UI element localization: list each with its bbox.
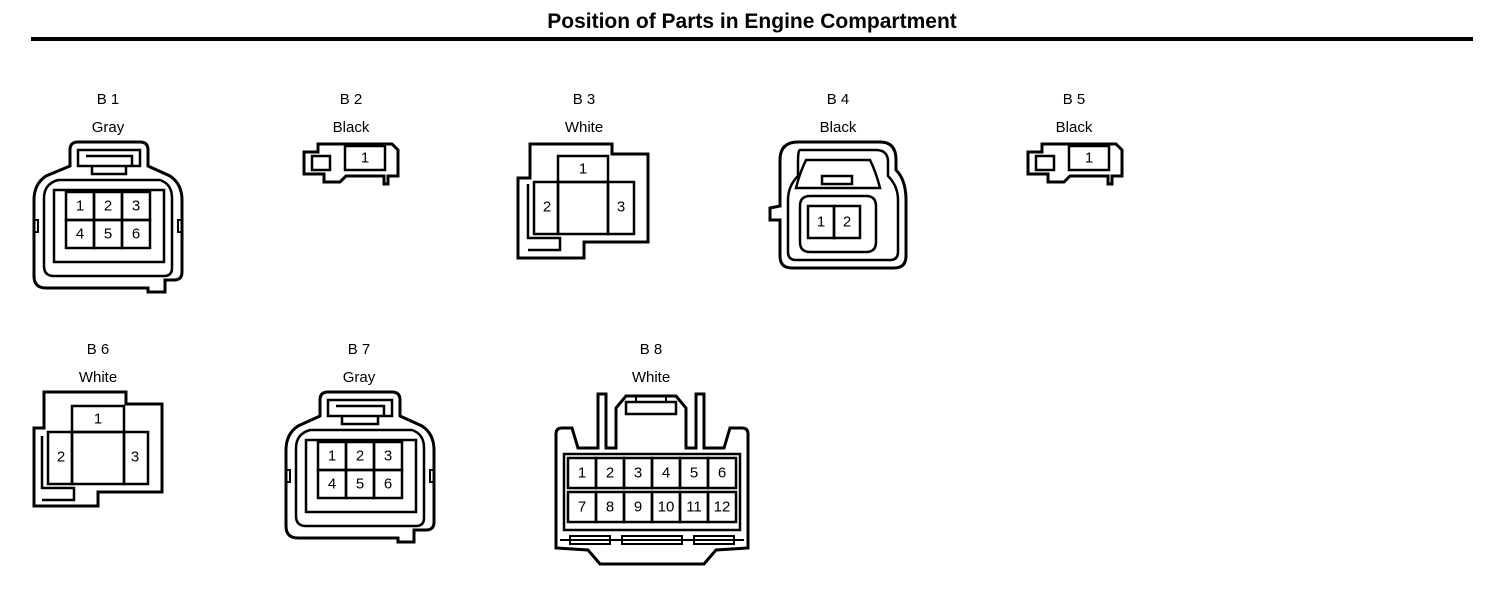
- connector-color: White: [78, 369, 118, 386]
- connector-id: B 3: [572, 91, 596, 108]
- pin-label: 8: [606, 499, 614, 516]
- pin-label: 5: [104, 226, 112, 243]
- pin-label: 12: [714, 499, 731, 516]
- pin-label: 2: [843, 214, 851, 231]
- pin-label: 1: [328, 448, 336, 465]
- connector-color: Black: [819, 119, 857, 136]
- pin-label: 4: [662, 465, 670, 482]
- connector-color: White: [564, 119, 604, 136]
- connector-color: Black: [1055, 119, 1093, 136]
- pin-label: 6: [132, 226, 140, 243]
- pin-label: 5: [690, 465, 698, 482]
- connector-color: Gray: [91, 119, 125, 136]
- pin-label: 1: [76, 198, 84, 215]
- pin-label: 2: [57, 449, 65, 466]
- pin-label: 3: [131, 449, 139, 466]
- pin-label: 1: [578, 465, 586, 482]
- pin-label: 3: [634, 465, 642, 482]
- connector-color: Gray: [342, 369, 376, 386]
- connector-id: B 1: [96, 91, 120, 108]
- pin-label: 2: [606, 465, 614, 482]
- connector-id: B 6: [86, 341, 110, 358]
- pin-label: 2: [543, 199, 551, 216]
- pin-label: 2: [356, 448, 364, 465]
- pin-label: 4: [328, 476, 336, 493]
- connector-id: B 4: [826, 91, 850, 108]
- pin-label: 10: [658, 499, 675, 516]
- pin-label: 2: [104, 198, 112, 215]
- connector-color: Black: [332, 119, 370, 136]
- connector-id: B 5: [1062, 91, 1086, 108]
- connector-id: B 2: [339, 91, 363, 108]
- pin-label: 9: [634, 499, 642, 516]
- connector-id: B 8: [639, 341, 663, 358]
- pin-label: 1: [817, 214, 825, 231]
- pin-label: 7: [578, 499, 586, 516]
- pin-label: 3: [617, 199, 625, 216]
- pin-label: 3: [384, 448, 392, 465]
- pin-label: 1: [361, 150, 369, 167]
- pin-label: 4: [76, 226, 84, 243]
- pin-label: 1: [579, 161, 587, 178]
- pin-label: 6: [718, 465, 726, 482]
- connector-id: B 7: [347, 341, 371, 358]
- title-underline: [31, 37, 1473, 41]
- page-title: Position of Parts in Engine Compartment: [547, 10, 957, 33]
- pin-label: 6: [384, 476, 392, 493]
- connector-color: White: [631, 369, 671, 386]
- pin-label: 3: [132, 198, 140, 215]
- pin-label: 1: [94, 411, 102, 428]
- pin-label: 11: [686, 499, 702, 516]
- pin-label: 5: [356, 476, 364, 493]
- pin-label: 1: [1085, 150, 1093, 167]
